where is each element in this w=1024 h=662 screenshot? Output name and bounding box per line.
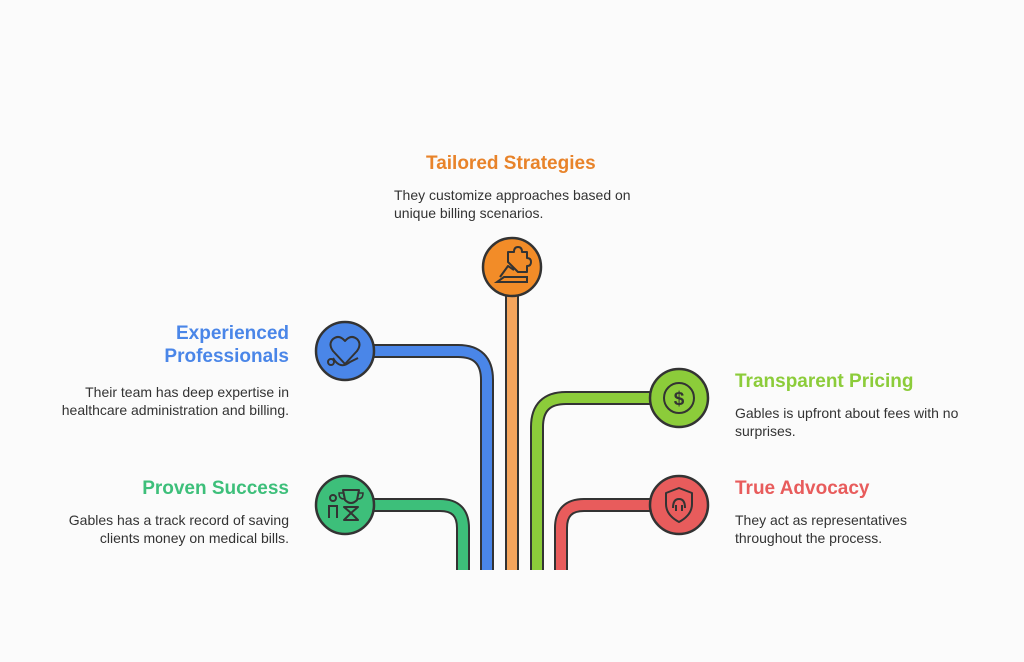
connector-proven xyxy=(370,498,470,570)
proven-success-title: Proven Success xyxy=(142,478,289,499)
puzzle-hand-icon xyxy=(481,236,543,298)
svg-text:$: $ xyxy=(674,389,685,410)
dollar-coin-icon: $ xyxy=(648,367,710,429)
experienced-title-line1: Experienced xyxy=(176,323,289,344)
experienced-title-line2: Professionals xyxy=(164,346,289,367)
proven-success-description: Gables has a track record of saving clie… xyxy=(68,512,289,546)
tailored-strategies-title: Tailored Strategies xyxy=(426,153,596,174)
trophy-hourglass-icon xyxy=(314,474,376,536)
true-advocacy-title: True Advocacy xyxy=(735,478,870,499)
experienced-professionals-title: Experienced Professionals xyxy=(100,322,289,368)
connector-transparent xyxy=(530,391,655,570)
transparent-pricing-title: Transparent Pricing xyxy=(735,371,914,392)
heart-stethoscope-icon xyxy=(314,320,376,382)
transparent-pricing-description: Gables is upfront about fees with no sur… xyxy=(735,405,959,439)
connector-advocacy xyxy=(554,498,655,570)
tailored-strategies-description: They customize approaches based on uniqu… xyxy=(394,187,631,221)
shield-handshake-icon xyxy=(648,474,710,536)
connector-experienced xyxy=(370,344,494,570)
experienced-professionals-description: Their team has deep expertise in healthc… xyxy=(61,384,289,418)
true-advocacy-description: They act as representatives throughout t… xyxy=(735,512,907,546)
